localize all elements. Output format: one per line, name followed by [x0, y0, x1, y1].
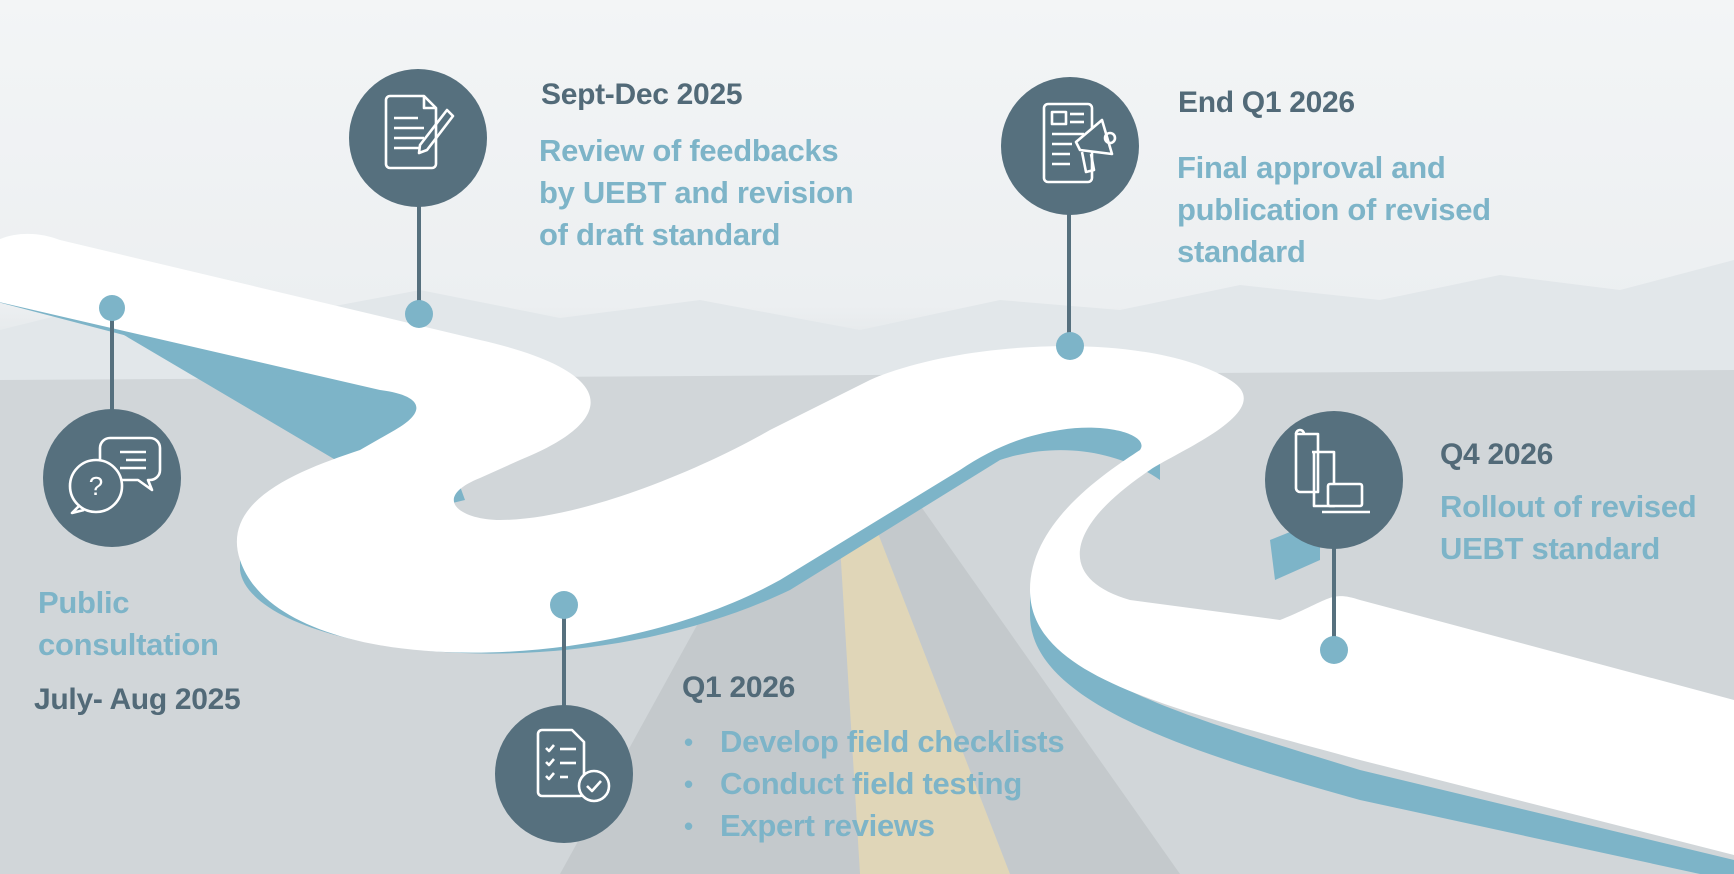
road-surface: [0, 233, 1734, 855]
description-line: by UEBT and revision: [539, 175, 854, 210]
final-approval-description: Final approval and publication of revise…: [1177, 147, 1491, 273]
field-testing-bullet-list: Develop field checklists Conduct field t…: [684, 721, 1065, 847]
public-consultation-date: July- Aug 2025: [34, 683, 241, 716]
circle-field-testing: [495, 705, 633, 843]
description-line: standard: [1177, 234, 1306, 269]
pin-dot-public-consultation: [99, 295, 125, 321]
circle-final-approval: [1001, 77, 1139, 215]
description-line: Review of feedbacks: [539, 133, 839, 168]
pin-dot-final-approval: [1056, 332, 1084, 360]
scrolls-laptop-icon: [1294, 428, 1370, 514]
field-testing-date: Q1 2026: [682, 671, 795, 704]
pin-dot-field-testing: [550, 591, 578, 619]
description-line: Rollout of revised: [1440, 489, 1697, 524]
description-line: Public: [38, 585, 130, 620]
rollout-description: Rollout of revised UEBT standard: [1440, 486, 1697, 570]
road-edge-3: [1030, 590, 1734, 874]
description-line: Final approval and: [1177, 150, 1446, 185]
description-line: of draft standard: [539, 217, 781, 252]
public-consultation-description: Public consultation: [38, 582, 219, 666]
chat-question-icon: ?: [68, 436, 162, 515]
description-line: publication of revised: [1177, 192, 1491, 227]
review-description: Review of feedbacks by UEBT and revision…: [539, 130, 854, 256]
pin-dot-review: [405, 300, 433, 328]
svg-text:?: ?: [89, 471, 103, 501]
bullet-item: Expert reviews: [684, 805, 1064, 847]
rollout-date: Q4 2026: [1440, 438, 1553, 471]
review-date: Sept-Dec 2025: [541, 78, 743, 111]
pin-dot-rollout: [1320, 636, 1348, 664]
bullet-item: Conduct field testing: [684, 763, 1064, 805]
document-pen-icon: [384, 94, 455, 170]
bullet-item: Develop field checklists: [684, 721, 1065, 763]
description-line: consultation: [38, 627, 219, 662]
checklist-icon: [536, 728, 611, 803]
publication-megaphone-icon: [1042, 102, 1117, 184]
final-approval-date: End Q1 2026: [1178, 86, 1355, 119]
description-line: UEBT standard: [1440, 531, 1661, 566]
